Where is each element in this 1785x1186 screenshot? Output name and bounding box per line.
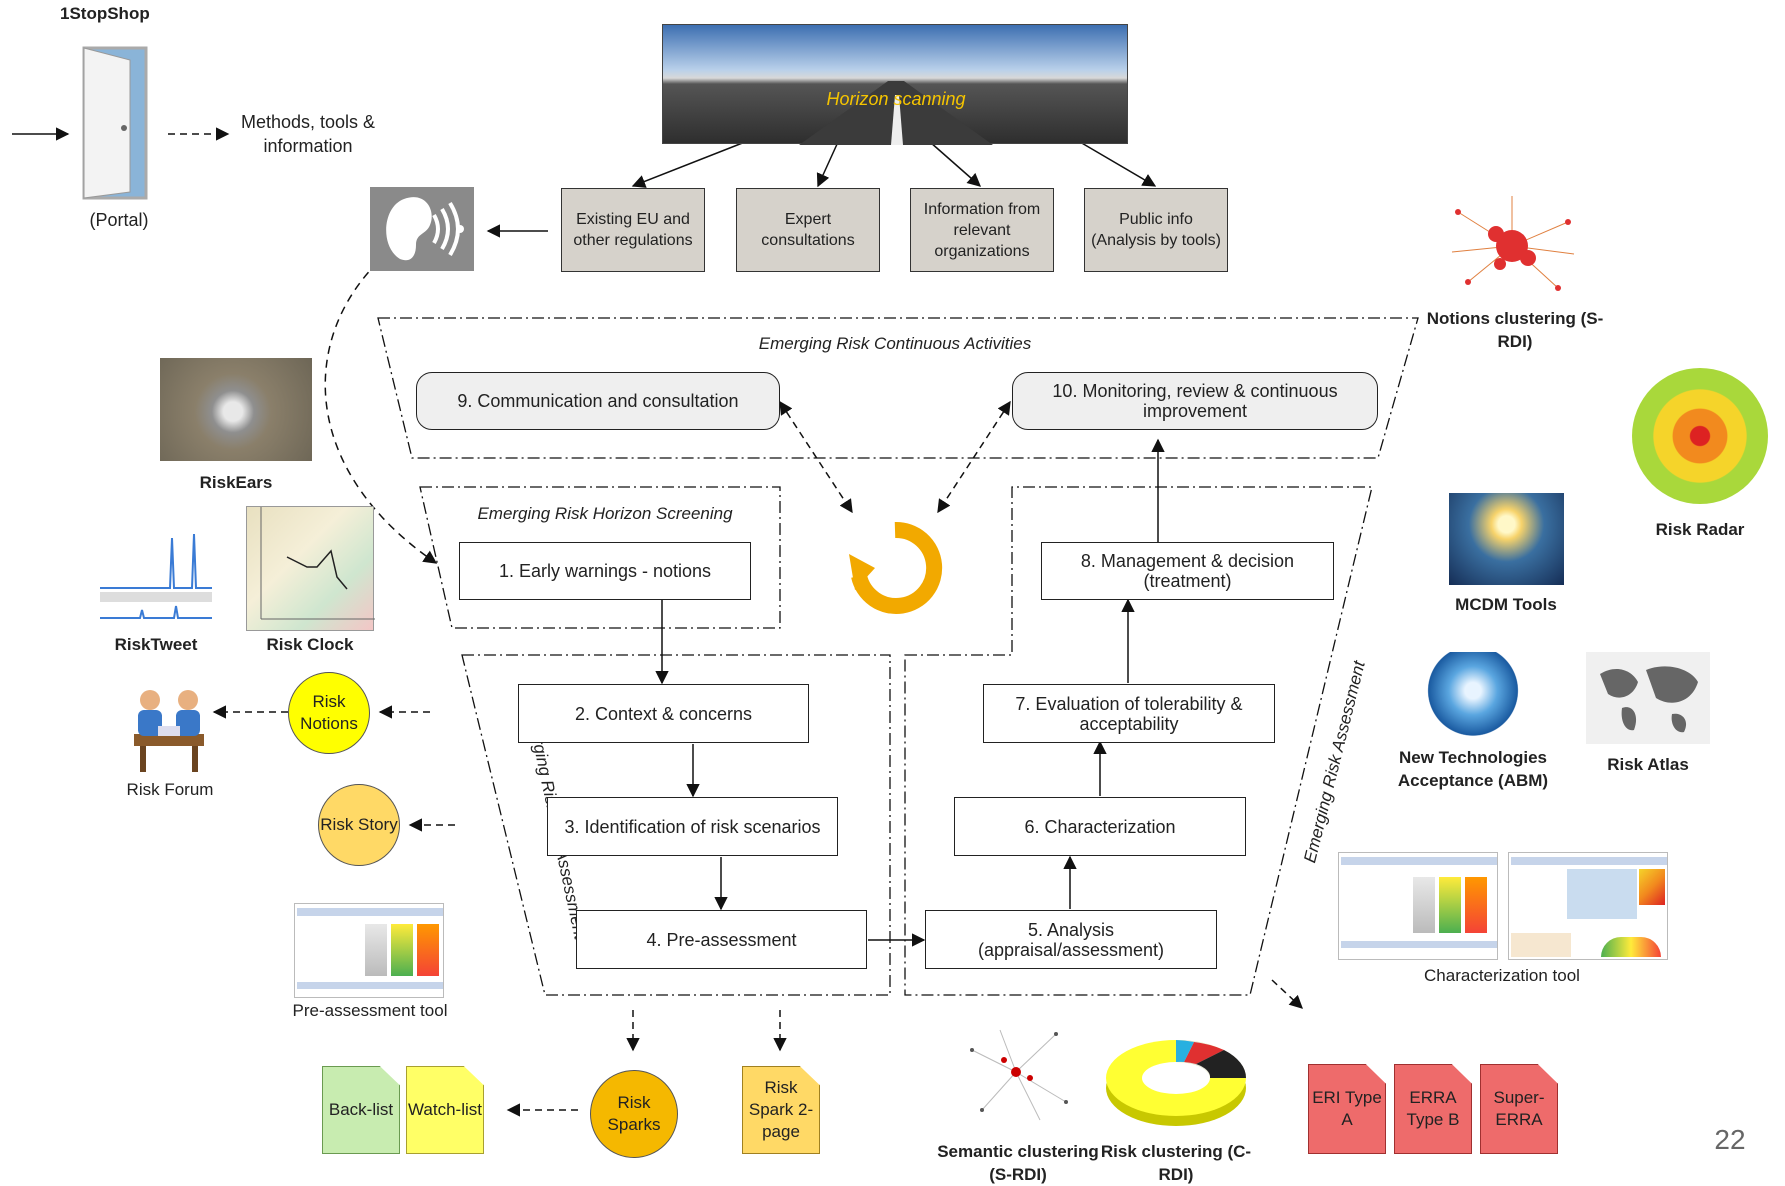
source-expert-consultations: Expert consultations	[736, 188, 880, 272]
step-5-analysis: 5. Analysis (appraisal/assessment)	[925, 910, 1217, 969]
continuous-title: Emerging Risk Continuous Activities	[758, 334, 1032, 353]
risk-story-circle: Risk Story	[318, 784, 400, 866]
riskclock-label: Risk Clock	[266, 635, 354, 654]
ear-icon	[370, 187, 474, 271]
step-9-communication: 9. Communication and consultation	[416, 372, 780, 430]
screening-title: Emerging Risk Horizon Screening	[477, 504, 733, 523]
step-7-evaluation: 7. Evaluation of tolerability & acceptab…	[983, 684, 1275, 743]
step-6-characterization: 6. Characterization	[954, 797, 1246, 856]
step-4-preassessment: 4. Pre-assessment	[576, 910, 867, 969]
risk-radar-image	[1632, 368, 1768, 504]
risktweet-label: RiskTweet	[114, 635, 198, 654]
risk-atlas-image	[1586, 652, 1710, 744]
super-erra-doc: Super-ERRA	[1480, 1064, 1558, 1154]
horizon-title: Horizon scanning	[826, 89, 966, 109]
risk-clustering-donut-image	[1104, 1030, 1248, 1130]
characterization-tool-image-1	[1338, 852, 1498, 960]
preassessment-tool-label: Pre-assessment tool	[292, 1001, 448, 1020]
step-2-context: 2. Context & concerns	[518, 684, 809, 743]
page-number: 22	[1714, 1124, 1746, 1155]
portal-caption: (Portal)	[89, 210, 149, 230]
riskclock-chart-image	[246, 506, 375, 631]
risk-spark-2page-doc: Risk Spark 2-page	[742, 1066, 820, 1154]
riskforum-label: Risk Forum	[126, 780, 214, 799]
cycle-icon	[845, 518, 945, 618]
erra-type-b-doc: ERRA Type B	[1394, 1064, 1472, 1154]
step-10-monitoring: 10. Monitoring, review & continuous impr…	[1012, 372, 1378, 430]
notions-clustering-image	[1448, 192, 1578, 302]
portal-title: 1StopShop	[60, 4, 150, 23]
step-3-identification: 3. Identification of risk scenarios	[547, 797, 838, 856]
backlist-doc: Back-list	[322, 1066, 400, 1154]
portal-output: Methods, tools & information	[240, 112, 376, 156]
riskears-image	[160, 358, 312, 461]
step-8-management: 8. Management & decision (treatment)	[1041, 542, 1334, 600]
risk-clustering-label: Risk clustering (C-RDI)	[1100, 1142, 1252, 1184]
ntabm-globe-image	[1412, 652, 1534, 744]
notions-clustering-label: Notions clustering (S-RDI)	[1426, 309, 1604, 351]
source-eu-regulations: Existing EU and other regulations	[561, 188, 705, 272]
horizon-scanning-image: Horizon scanning	[662, 24, 1128, 145]
semantic-clustering-image	[960, 1020, 1078, 1132]
characterization-tool-label: Characterization tool	[1424, 966, 1580, 985]
semantic-clustering-label: Semantic clustering (S-RDI)	[937, 1142, 1099, 1184]
watchlist-doc: Watch-list	[406, 1066, 484, 1154]
mcdm-label: MCDM Tools	[1455, 595, 1557, 614]
eri-type-a-doc: ERI Type A	[1308, 1064, 1386, 1154]
risktweet-chart-image	[100, 514, 212, 626]
step-1-early-warnings: 1. Early warnings - notions	[459, 542, 751, 600]
riskforum-icon	[124, 682, 214, 774]
risk-notions-circle: Risk Notions	[288, 672, 370, 754]
door-icon	[78, 42, 158, 202]
mcdm-image	[1449, 493, 1564, 585]
ntabm-label: New Technologies Acceptance (ABM)	[1397, 748, 1549, 790]
characterization-tool-image-2	[1508, 852, 1668, 960]
source-relevant-organizations: Information from relevant organizations	[910, 188, 1054, 272]
preassessment-tool-image	[294, 903, 444, 998]
source-public-info: Public info (Analysis by tools)	[1084, 188, 1228, 272]
risk-atlas-label: Risk Atlas	[1607, 755, 1689, 774]
riskears-label: RiskEars	[199, 473, 273, 492]
risk-sparks-circle: Risk Sparks	[590, 1070, 678, 1158]
risk-radar-label: Risk Radar	[1655, 520, 1745, 539]
